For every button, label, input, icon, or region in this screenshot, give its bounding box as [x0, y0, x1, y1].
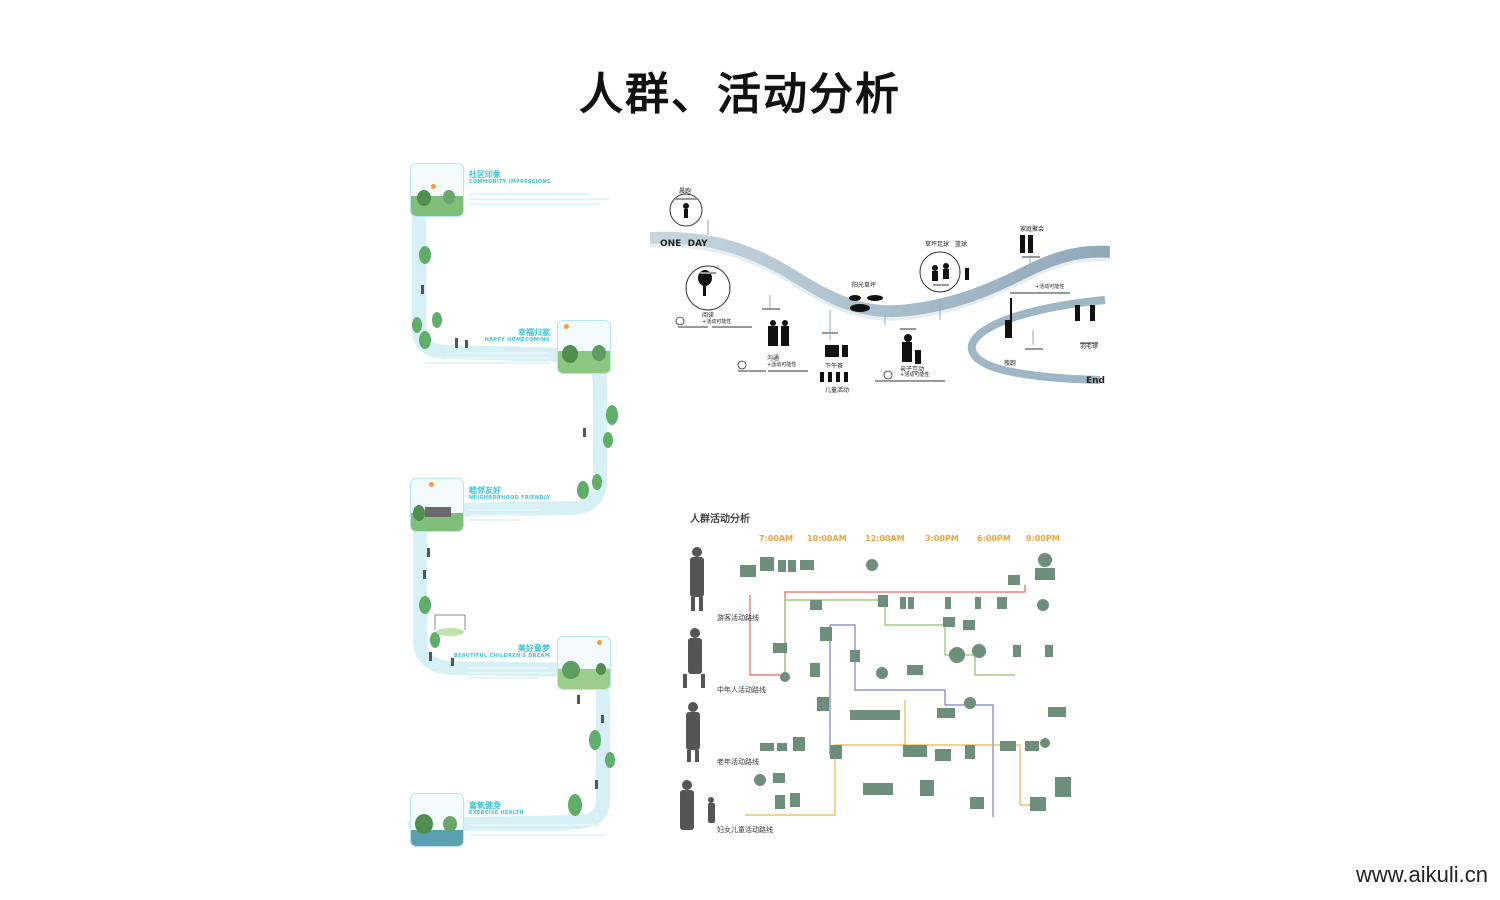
- activity-label-reading: 阅读: [702, 312, 715, 319]
- section-subtitle-exercise: EXERCISE HEALTH: [469, 810, 524, 816]
- route-line-women-children: [745, 700, 1040, 816]
- activity-label-basketball: 篮球: [955, 241, 968, 248]
- activity-note-extra: +活动可能性: [1035, 284, 1065, 290]
- time-label-3pm: 3:00PM: [925, 534, 959, 543]
- activity-label-night-run: 夜跑: [1004, 360, 1017, 367]
- section-card-exercise: [410, 793, 464, 847]
- one-day-start-label: ONE DAY: [660, 239, 708, 249]
- route-label-women-children: 妇女儿童活动路线: [717, 826, 773, 834]
- one-day-curve: [650, 193, 1110, 384]
- activity-note-parent-child: +活动可能性: [900, 372, 930, 378]
- watermark: www.aikuli.cn: [1355, 862, 1488, 887]
- activity-label-sunny-lawn: 阳光草坪: [852, 282, 877, 289]
- activity-label-afternoon-tea: 下午茶: [825, 363, 844, 370]
- section-subtitle-neighborhood: NEIGHBORHOOD FRIENDLY: [469, 495, 551, 501]
- time-label-10am: 10:00AM: [807, 534, 847, 543]
- activity-label-parent-child: 亲子互动: [900, 366, 925, 373]
- section-subtitle-homecoming: HAPPY HOMECOMING: [484, 337, 550, 343]
- crowd-activity-panel: 人群活动分析 7:00AM 10:00AM 12:00AM 3:00PM 6:0…: [675, 505, 1095, 845]
- activity-label-morning-run: 晨跑: [679, 188, 692, 195]
- activity-label-children: 儿童活动: [825, 387, 850, 394]
- activity-label-lawn-football: 草坪足球: [925, 241, 950, 248]
- section-card-neighborhood: [410, 478, 464, 532]
- section-title-neighborhood: 睦邻友好: [469, 486, 501, 495]
- section-desc-exercise: [469, 822, 609, 839]
- activity-note-reading: +活动可能性: [702, 319, 732, 325]
- section-desc-homecoming: [425, 350, 550, 367]
- section-subtitle-childrens-dream: BEAUTIFUL CHILDREN'S DREAM: [453, 653, 550, 659]
- section-title-childrens-dream: 美好童梦: [518, 644, 550, 653]
- page-title: 人群、活动分析: [579, 69, 901, 120]
- section-desc-childrens-dream: [467, 665, 552, 682]
- one-day-end-label: End: [1086, 376, 1105, 386]
- section-title-community: 社区印象: [469, 170, 501, 179]
- section-title-homecoming: 幸福归家: [518, 328, 550, 337]
- time-label-7am: 7:00AM: [759, 534, 794, 543]
- activity-note-communication: +活动可能性: [767, 362, 797, 368]
- route-line-elderly: [829, 624, 994, 817]
- section-subtitle-community: COMMUNITY IMPRESSIONS: [469, 179, 551, 185]
- activity-label-family-party: 家庭聚会: [1020, 226, 1045, 233]
- section-desc-neighborhood: [469, 507, 549, 524]
- community-journey-panel: 社区印象 COMMUNITY IMPRESSIONS 幸福归家 HAPPY HO…: [405, 160, 620, 860]
- route-diagram: [680, 547, 1071, 830]
- section-card-community: [410, 163, 464, 217]
- time-label-12am: 12:00AM: [865, 534, 905, 543]
- crowd-panel-title: 人群活动分析: [690, 514, 750, 525]
- route-label-middle-aged: 中年人活动路线: [717, 686, 766, 694]
- activity-label-badminton: 羽毛球: [1080, 343, 1099, 350]
- section-card-childrens-dream: [557, 636, 611, 690]
- time-label-6pm: 6:00PM: [977, 534, 1011, 543]
- section-desc-community: [469, 191, 619, 208]
- route-label-tourist: 游客活动路线: [717, 614, 759, 622]
- section-title-exercise: 富氧健身: [469, 801, 501, 810]
- activity-label-communication: 沟通: [767, 355, 780, 362]
- route-label-elderly: 老年活动路线: [717, 758, 759, 766]
- one-day-panel: ONE DAY End 晨跑 阅读 +活动可能性 沟通 +活动可能性 下午茶 儿…: [650, 180, 1110, 395]
- time-label-9pm: 9:00PM: [1026, 534, 1060, 543]
- section-card-homecoming: [557, 320, 611, 374]
